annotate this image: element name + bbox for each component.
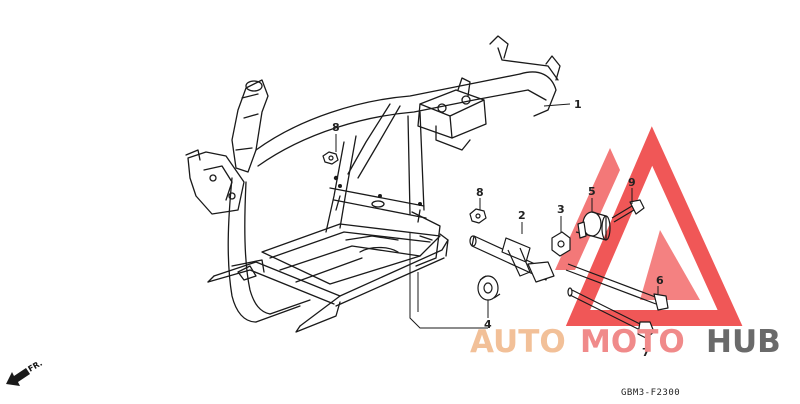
bolt-part-9 (611, 199, 645, 223)
automotohub-logo-icon (555, 126, 743, 326)
watermark: AUTO MOTO HUB (470, 324, 781, 360)
callout-4: 4 (484, 318, 492, 331)
long-bolt-part-7 (567, 287, 655, 339)
diagram-code: GBM3-F2300 (621, 388, 680, 398)
nut-part-8-upper (322, 151, 339, 165)
nut-part-8-lower (469, 208, 487, 224)
watermark-part-hub: HUB (706, 324, 781, 360)
callout-6: 6 (656, 274, 664, 287)
callout-3: 3 (557, 203, 565, 216)
callout-8-lower: 8 (476, 186, 484, 199)
leader-lines (335, 103, 659, 346)
scooter-frame (185, 35, 561, 333)
callouts: 1 2 3 4 5 6 7 8 8 9 (332, 98, 664, 359)
callout-5: 5 (588, 185, 596, 198)
watermark-part-auto: AUTO (470, 324, 566, 360)
front-arrow-icon (6, 368, 30, 386)
callout-8-upper: 8 (332, 121, 340, 134)
callout-9: 9 (628, 176, 636, 189)
direction-label: FR. (27, 359, 44, 374)
callout-2: 2 (518, 209, 526, 222)
bushing-part-3 (551, 231, 571, 257)
pivot-shaft-part-2 (469, 235, 555, 283)
callout-7: 7 (642, 346, 650, 359)
front-direction-indicator: FR. (6, 359, 44, 386)
watermark-part-moto: MOTO (580, 324, 685, 360)
bushing-part-4 (477, 275, 501, 301)
frame-bolts (333, 175, 422, 206)
callout-1: 1 (574, 98, 582, 111)
long-bolt-part-6 (565, 263, 669, 311)
